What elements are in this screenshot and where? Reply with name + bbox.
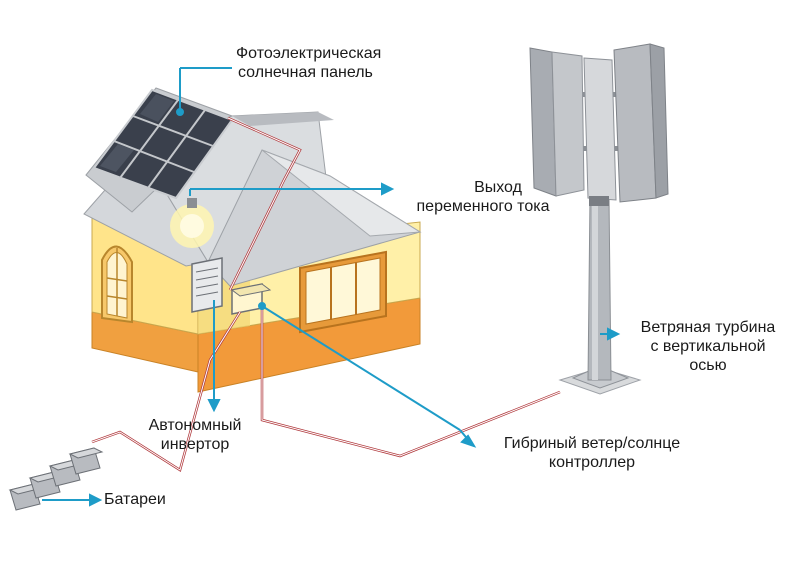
wind-turbine-label-line3: осью bbox=[689, 357, 727, 374]
ac-output-label: Выход переменного тока bbox=[392, 178, 574, 216]
batteries-label-line1: Батареи bbox=[104, 491, 166, 508]
solar-panel-label-line2: солнечная панель bbox=[238, 64, 373, 81]
leader-lines bbox=[42, 67, 621, 507]
house bbox=[83, 87, 422, 393]
inverter-label-line1: Автономный bbox=[148, 417, 242, 434]
battery-bank bbox=[8, 447, 104, 511]
solar-panel-label: Фотоэлектрическая солнечная панель bbox=[236, 44, 381, 82]
window-right bbox=[299, 250, 387, 334]
inverter-box bbox=[191, 257, 223, 313]
batteries-label: Батареи bbox=[104, 490, 166, 509]
wind-turbine-label-line1: Ветряная турбина bbox=[640, 319, 776, 336]
wind-turbine-label: Ветряная турбина с вертикальной осью bbox=[618, 318, 798, 375]
power-wires-white bbox=[91, 117, 561, 471]
solar-panel-label-line1: Фотоэлектрическая bbox=[236, 45, 382, 62]
controller-label-line1: Гибриный ветер/солнце bbox=[503, 435, 681, 452]
controller-label-line2: контроллер bbox=[548, 454, 636, 471]
arched-window bbox=[101, 245, 133, 324]
ac-output-label-line1: Выход bbox=[474, 179, 522, 196]
wind-turbine-label-line2: с вертикальной bbox=[650, 338, 766, 355]
inverter-label-line2: инвертор bbox=[160, 436, 230, 453]
controller-label: Гибриный ветер/солнце контроллер bbox=[476, 434, 708, 472]
light-bulb bbox=[170, 198, 214, 248]
controller-leader bbox=[261, 305, 461, 431]
ac-output-label-line2: переменного тока bbox=[416, 198, 550, 215]
inverter-label: Автономный инвертор bbox=[130, 416, 260, 454]
